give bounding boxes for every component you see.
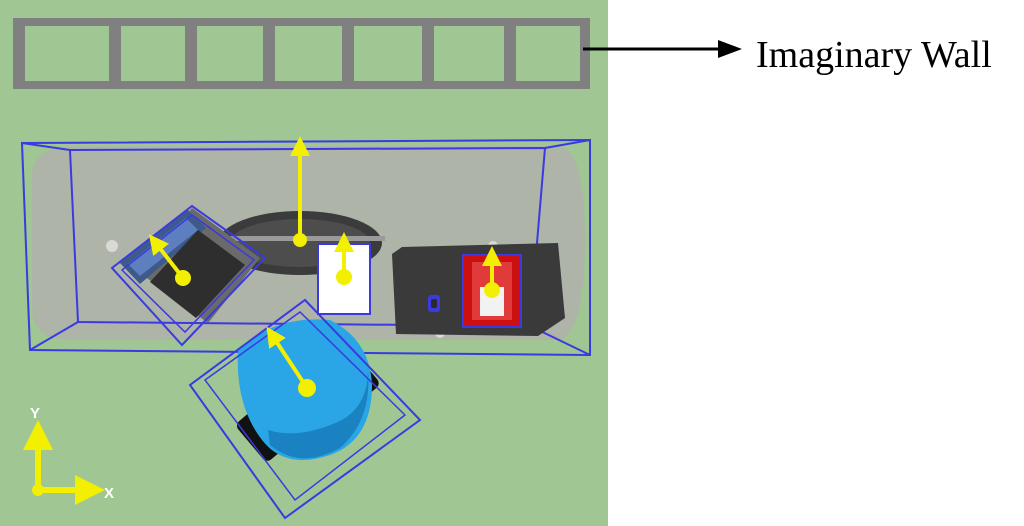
axis-indicator: Y X: [23, 405, 114, 505]
x-axis-letter: X: [104, 485, 114, 502]
y-axis-letter: Y: [30, 405, 40, 422]
imaginary-wall: [13, 18, 590, 89]
imaginary-wall-label: Imaginary Wall: [756, 34, 992, 76]
robot-pose-arrow: [266, 326, 309, 390]
pose-arrows: [148, 136, 502, 397]
arrow-right-icon: [583, 40, 742, 58]
